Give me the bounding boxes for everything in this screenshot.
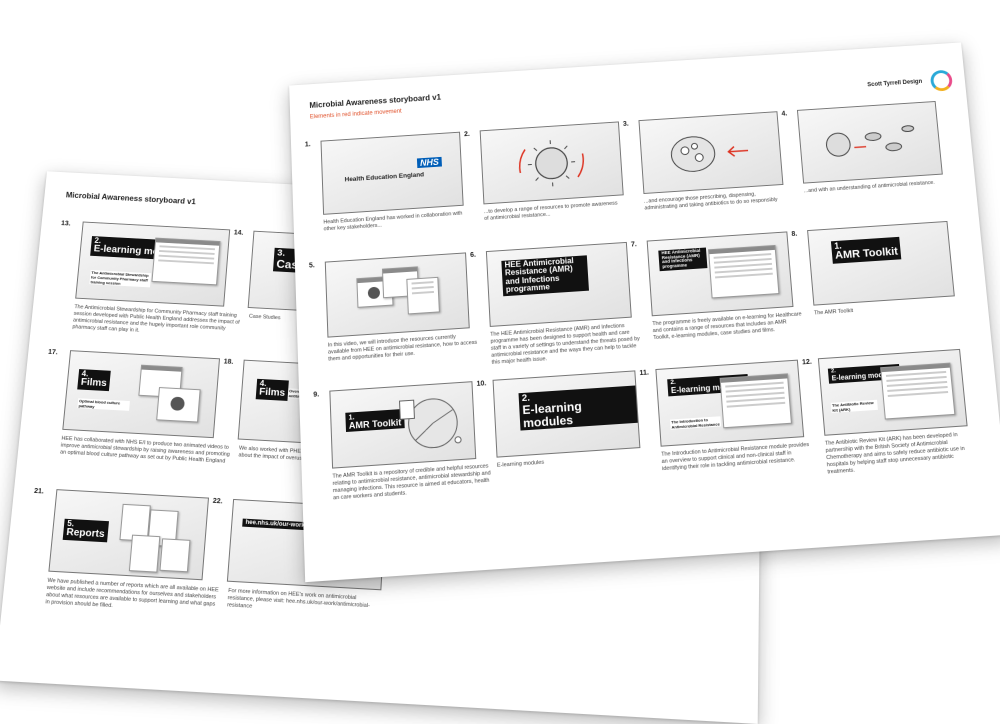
report-thumbnail [129, 535, 160, 573]
frame-number: 8. [791, 231, 797, 238]
frame-label: The Antibiotic Review Kit (ARK) [831, 400, 878, 413]
frame-caption: The AMR Toolkit is a repository of credi… [332, 463, 496, 503]
frame-number: 7. [631, 241, 637, 248]
frame-label: The Introduction to Antimicrobial Resist… [670, 416, 721, 429]
frame-caption: We have published a number of reports wh… [45, 578, 220, 616]
brand-logo [930, 70, 953, 92]
frame-number: 6. [470, 252, 476, 259]
frame-number: 3. [623, 121, 629, 128]
storyboard-frame-13: 2.E-learning modules The Antimicrobial S… [75, 222, 230, 307]
sheet-subtitle: Elements in red indicate movement [310, 109, 402, 121]
website-mockup [151, 238, 220, 286]
frame-number: 4. [781, 111, 787, 118]
sheet-title: Microbial Awareness storyboard v1 [66, 191, 197, 206]
frame-number: 11. [639, 369, 649, 377]
frame-caption: In this video, we will introduce the res… [328, 333, 479, 364]
frame-caption: Health Education England has worked in c… [323, 210, 472, 233]
storyboard-frame-7: HEE Antimicrobial Resistance (AMR) and I… [647, 231, 794, 316]
frame-number: 17. [48, 349, 58, 356]
section-tag: 2.E-learning modules [518, 385, 637, 430]
report-thumbnail [159, 538, 190, 572]
frame-number: 5. [309, 262, 315, 269]
storyboard-frame-5 [325, 252, 470, 337]
storyboard-frame-11: 2.E-learning modules The Introduction to… [655, 360, 804, 447]
section-tag: 4.Films [77, 369, 111, 391]
hee-wordmark: Health Education England [345, 171, 425, 183]
frame-label: Optimal blood culture pathway [77, 398, 130, 411]
play-icon [368, 287, 380, 300]
storyboard-frame-9: 1.AMR Toolkit [329, 381, 476, 468]
nhs-logo: NHS [417, 157, 442, 168]
frame-caption: The programme is freely available on e-l… [652, 311, 803, 342]
play-icon [170, 397, 185, 411]
storyboard-frame-4 [797, 101, 943, 184]
frame-number: 10. [476, 380, 486, 388]
frame-number: 9. [313, 391, 319, 398]
frame-number: 1. [305, 141, 311, 148]
storyboard-frame-6: HEE Antimicrobial Resistance (AMR) and I… [486, 242, 632, 327]
frame-number: 18. [223, 359, 233, 366]
frame-caption: ...to develop a range of resources to pr… [484, 200, 623, 223]
storyboard-sheet-front: Microbial Awareness storyboard v1 Elemen… [289, 42, 1000, 582]
frame-caption: ...and encourage those prescribing, disp… [644, 190, 783, 213]
frame-caption: The Antibiotic Review Kit (ARK) has been… [825, 431, 980, 477]
frame-number: 14. [234, 230, 244, 237]
website-mockup [720, 373, 792, 428]
section-tag: 1.AMR Toolkit [831, 237, 902, 264]
storyboard-frame-12: 2.E-learning modules The Antibiotic Revi… [818, 349, 968, 436]
storyboard-frame-3 [638, 111, 783, 194]
video-thumbnail [156, 387, 200, 422]
storyboard-frame-1: NHS Health Education England [320, 132, 463, 215]
website-mockup [708, 245, 779, 299]
toolkit-sketch [393, 391, 469, 457]
storyboard-frame-8: 1.AMR Toolkit [807, 221, 955, 306]
frame-number: 2. [464, 131, 470, 138]
document-card [406, 277, 440, 315]
storyboard-frame-10: 2.E-learning modules [493, 370, 641, 457]
sheet-title: Microbial Awareness storyboard v1 [309, 93, 441, 110]
section-tag: 4.Films [256, 379, 289, 401]
frame-caption: The Introduction to Antimicrobial Resist… [661, 442, 814, 474]
frame-caption: HEE has collaborated with NHS E/I to pro… [60, 436, 232, 466]
cells-sketch [817, 115, 923, 169]
storyboard-frame-21: 5.Reports [48, 489, 209, 580]
frame-label: The Antimicrobial Stewardship for Commun… [89, 270, 151, 287]
frame-number: 21. [34, 488, 44, 496]
section-tag: 5.Reports [63, 519, 109, 542]
frame-caption: The HEE Antimicrobial Resistance (AMR) a… [490, 322, 642, 367]
programme-tag: HEE Antimicrobial Resistance (AMR) and I… [501, 255, 589, 296]
frame-caption: For more information on HEE's work on an… [227, 588, 381, 618]
pills-sketch [660, 125, 762, 179]
brand-name: Scott Tyrrell Design [867, 79, 922, 88]
frame-number: 12. [802, 359, 812, 367]
frame-number: 13. [61, 220, 71, 227]
programme-tag: HEE Antimicrobial Resistance (AMR) and I… [658, 248, 707, 272]
storyboard-frame-17: 4.Films Optimal blood culture pathway [62, 350, 220, 438]
frame-caption: The Antimicrobial Stewardship for Commun… [72, 304, 241, 340]
storyboard-frame-2 [480, 121, 624, 204]
website-mockup [880, 363, 955, 420]
virus-sketch [511, 132, 593, 195]
frame-number: 22. [212, 498, 222, 506]
